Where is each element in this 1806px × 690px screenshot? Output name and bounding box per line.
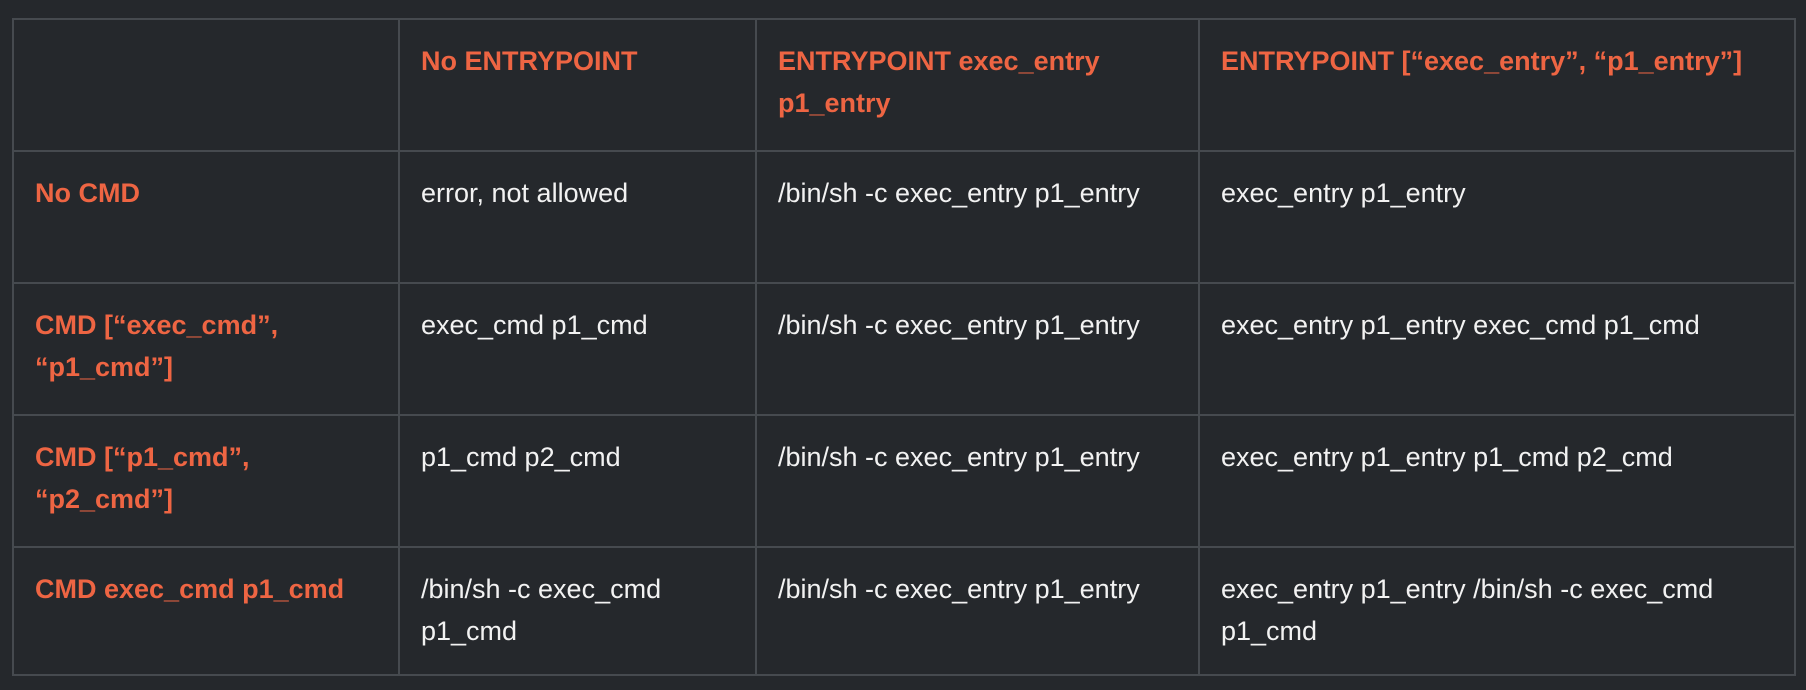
table-cell: exec_cmd p1_cmd (398, 282, 757, 416)
table-cell: exec_entry p1_entry exec_cmd p1_cmd (1198, 282, 1796, 416)
table-row: CMD exec_cmd p1_cmd /bin/sh -c exec_cmd … (12, 546, 1796, 676)
table-row: CMD [“p1_cmd”, “p2_cmd”] p1_cmd p2_cmd /… (12, 414, 1796, 548)
table-header-row: No ENTRYPOINT ENTRYPOINT exec_entry p1_e… (12, 18, 1796, 152)
header-entrypoint-shell-form: ENTRYPOINT exec_entry p1_entry (755, 18, 1200, 152)
row-header-cmd-params-form: CMD [“p1_cmd”, “p2_cmd”] (12, 414, 400, 548)
table-cell: exec_entry p1_entry (1198, 150, 1796, 284)
row-header-cmd-exec-form: CMD [“exec_cmd”, “p1_cmd”] (12, 282, 400, 416)
header-entrypoint-exec-form: ENTRYPOINT [“exec_entry”, “p1_entry”] (1198, 18, 1796, 152)
table-cell: p1_cmd p2_cmd (398, 414, 757, 548)
header-no-entrypoint: No ENTRYPOINT (398, 18, 757, 152)
header-corner-cell (12, 18, 400, 152)
table-container: No ENTRYPOINT ENTRYPOINT exec_entry p1_e… (12, 18, 1796, 676)
table-row: CMD [“exec_cmd”, “p1_cmd”] exec_cmd p1_c… (12, 282, 1796, 416)
table-cell: exec_entry p1_entry /bin/sh -c exec_cmd … (1198, 546, 1796, 676)
table-cell: /bin/sh -c exec_entry p1_entry (755, 414, 1200, 548)
table-row: No CMD error, not allowed /bin/sh -c exe… (12, 150, 1796, 284)
table-cell: /bin/sh -c exec_entry p1_entry (755, 150, 1200, 284)
table-cell: /bin/sh -c exec_entry p1_entry (755, 282, 1200, 416)
table-cell: exec_entry p1_entry p1_cmd p2_cmd (1198, 414, 1796, 548)
row-header-no-cmd: No CMD (12, 150, 400, 284)
table-cell: error, not allowed (398, 150, 757, 284)
table-cell: /bin/sh -c exec_cmd p1_cmd (398, 546, 757, 676)
table-cell: /bin/sh -c exec_entry p1_entry (755, 546, 1200, 676)
cmd-entrypoint-table: No ENTRYPOINT ENTRYPOINT exec_entry p1_e… (12, 18, 1796, 676)
row-header-cmd-shell-form: CMD exec_cmd p1_cmd (12, 546, 400, 676)
